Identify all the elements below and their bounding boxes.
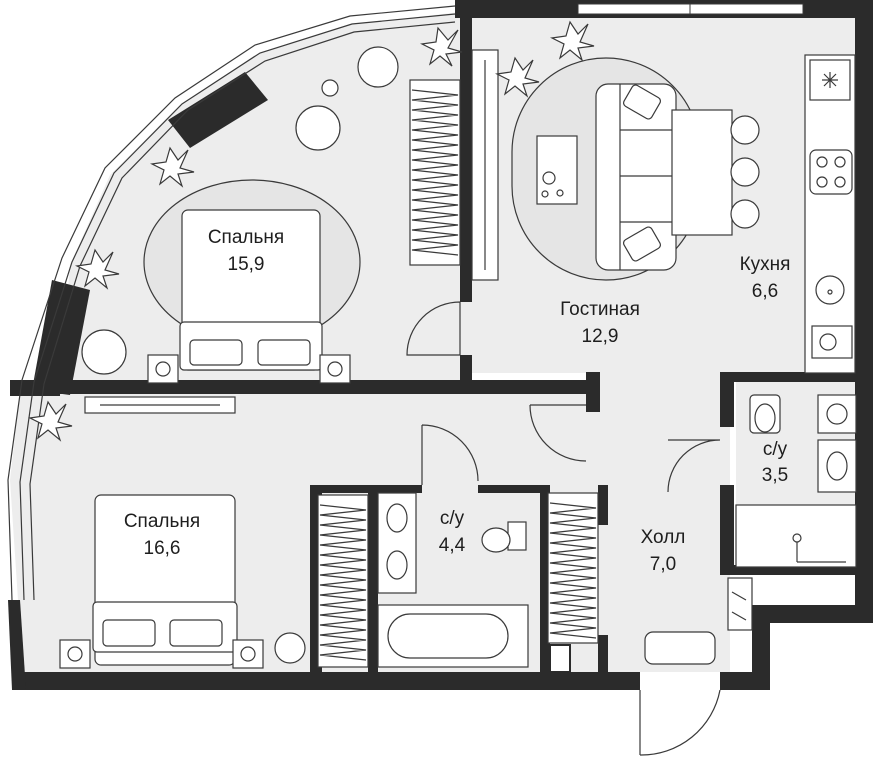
room-labels: Спальня 15,9 Гостиная 12,9 Кухня 6,6 с/у… xyxy=(124,227,791,575)
interior-walls xyxy=(60,12,857,673)
hall-area: 7,0 xyxy=(650,554,676,575)
hall-name: Холл xyxy=(641,527,686,548)
plant-icon xyxy=(495,56,540,98)
kitchen-name: Кухня xyxy=(740,254,791,275)
bath-2-name: с/у xyxy=(440,508,465,529)
plant-icon xyxy=(28,400,73,442)
plant-icon xyxy=(75,248,120,290)
living-furniture xyxy=(511,57,760,281)
living-area: 12,9 xyxy=(582,326,619,347)
bath-2-area: 4,4 xyxy=(439,535,466,556)
curved-glazing xyxy=(7,5,456,601)
kitchen-furniture xyxy=(804,54,856,374)
bedroom-2-area: 16,6 xyxy=(144,538,181,559)
armchair xyxy=(295,105,341,151)
bath-1-area: 3,5 xyxy=(762,465,788,486)
bedroom-2-name: Спальня xyxy=(124,511,200,532)
dining-table xyxy=(671,109,733,236)
bath-2-fixtures xyxy=(377,492,529,668)
plant-icon xyxy=(550,20,595,62)
bedroom-1-area: 15,9 xyxy=(228,254,265,275)
plant-icons xyxy=(28,20,595,442)
bedroom-2-furniture xyxy=(59,396,369,669)
bedroom-1-furniture xyxy=(81,46,499,384)
cooktop xyxy=(809,149,853,195)
bath-1-name: с/у xyxy=(763,439,788,460)
top-windows xyxy=(577,3,804,15)
plant-icon xyxy=(150,146,195,188)
hall-furniture xyxy=(547,492,753,665)
floor-hall xyxy=(600,372,730,672)
bedroom-1-name: Спальня xyxy=(208,227,284,248)
bath-1-fixtures xyxy=(735,394,857,568)
doors xyxy=(406,301,721,756)
plant-icon xyxy=(420,26,463,67)
counter xyxy=(804,54,856,374)
kitchen-area: 6,6 xyxy=(752,281,778,302)
living-name: Гостиная xyxy=(560,299,640,320)
